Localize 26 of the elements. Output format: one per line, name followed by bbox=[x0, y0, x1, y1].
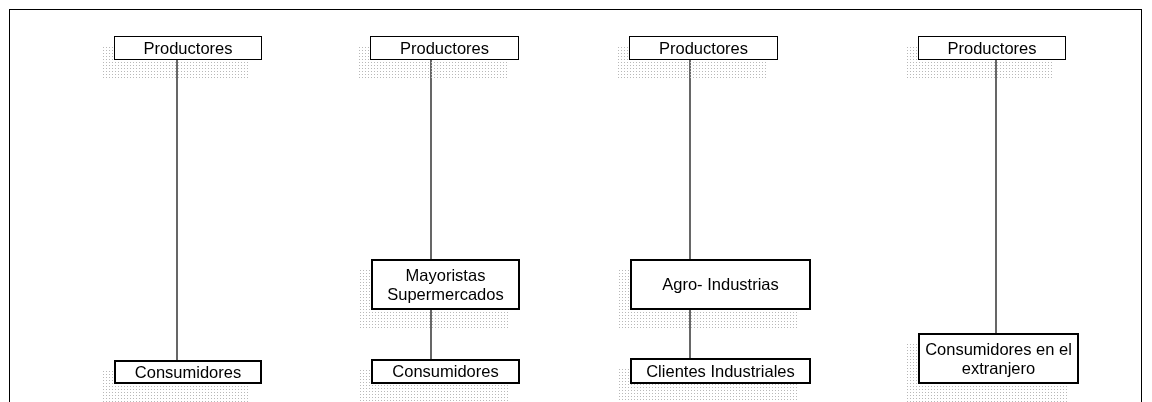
box-label: Consumidores bbox=[134, 362, 242, 382]
connector-line bbox=[689, 309, 691, 359]
box-label: Consumidores bbox=[392, 362, 499, 381]
process-box bbox=[918, 36, 1066, 60]
process-box bbox=[114, 36, 262, 60]
process-box bbox=[918, 333, 1079, 384]
process-box bbox=[370, 36, 519, 60]
box-label: Mayoristas Supermercados bbox=[386, 266, 505, 303]
connector-line bbox=[430, 59, 432, 260]
box-label: Clientes Industriales bbox=[646, 361, 795, 381]
box-label: Agro- Industrias bbox=[662, 275, 779, 294]
box-label: Productores bbox=[143, 38, 233, 58]
connector-line bbox=[430, 309, 432, 360]
process-box bbox=[630, 259, 811, 310]
process-box bbox=[629, 36, 778, 60]
connector-line bbox=[689, 59, 691, 260]
box-label: Productores bbox=[400, 38, 489, 58]
box-label: Productores bbox=[947, 38, 1037, 58]
process-box bbox=[371, 259, 520, 310]
connector-line bbox=[176, 59, 178, 361]
connector-line bbox=[995, 59, 997, 334]
process-box bbox=[630, 358, 811, 384]
process-box bbox=[371, 359, 520, 384]
box-label: Consumidores en el extranjero bbox=[924, 340, 1073, 377]
box-label: Productores bbox=[659, 38, 748, 58]
process-box bbox=[114, 360, 262, 384]
